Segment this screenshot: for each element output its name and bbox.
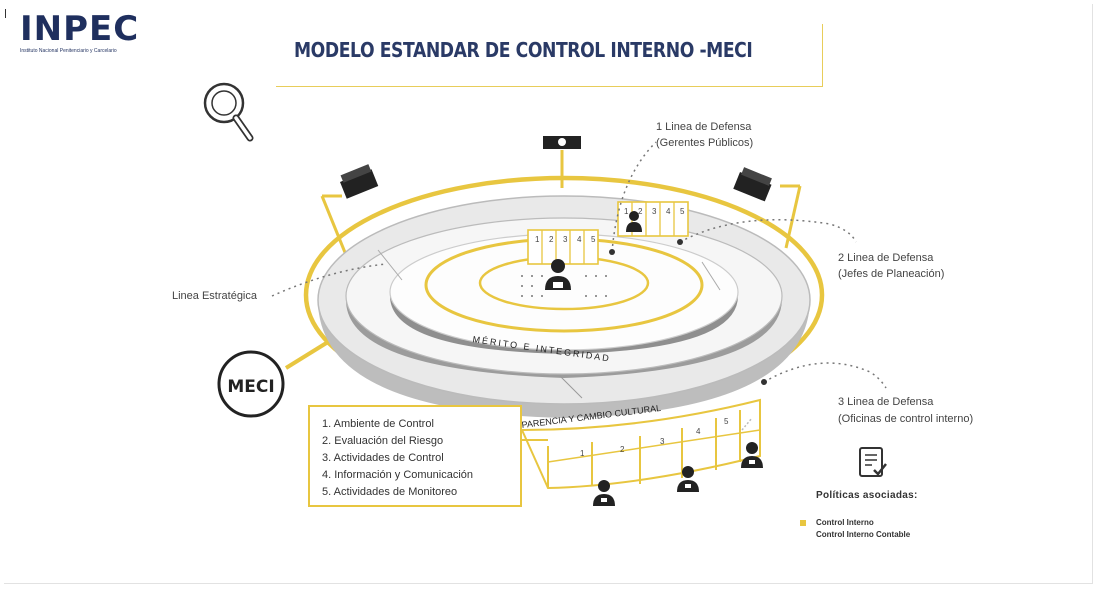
- top-panel-number: 5: [680, 207, 685, 216]
- component-item: 1. Ambiente de Control: [322, 418, 434, 430]
- component-item: 4. Información y Comunicación: [322, 469, 474, 481]
- component-item: 2. Evaluación del Riesgo: [322, 435, 444, 447]
- components-list: 1. Ambiente de Control 2. Evaluación del…: [308, 405, 522, 507]
- inner-panel-number: 1: [535, 235, 540, 244]
- folder-icon: [340, 164, 379, 199]
- linea1-title: 1 Linea de Defensa: [656, 121, 752, 133]
- base-numbers: 1 2 3 4 5: [580, 417, 729, 458]
- base-number: 4: [696, 427, 701, 436]
- folder-icon: [733, 167, 772, 202]
- inner-panel-number: 5: [591, 235, 596, 244]
- logo-text: INPEC: [20, 9, 140, 49]
- leader-line-3: [763, 362, 887, 389]
- top-panel-number: 4: [666, 207, 671, 216]
- politica-item: Control Interno Contable: [816, 530, 911, 539]
- top-panel-number: 1: [624, 207, 629, 216]
- logo-subtitle: Instituto Nacional Penitenciario y Carce…: [20, 48, 117, 54]
- top-panel-numbers: 1 2 3 4 5: [624, 207, 685, 216]
- leader-line-2: [679, 218, 857, 243]
- title-box: MODELO ESTANDAR DE CONTROL INTERNO -MECI: [276, 24, 823, 87]
- component-item: 5. Actividades de Monitoreo: [322, 486, 458, 498]
- linea3-title: 3 Linea de Defensa: [838, 396, 934, 408]
- component-item: 3. Actividades de Control: [322, 452, 444, 464]
- politicas-title: Políticas asociadas:: [816, 490, 918, 501]
- person-icon: [593, 480, 615, 506]
- text-cursor: [5, 9, 6, 18]
- dot-grid: [521, 275, 607, 297]
- person-icon: [545, 259, 571, 290]
- page-title: MODELO ESTANDAR DE CONTROL INTERNO -MECI: [294, 38, 753, 62]
- leader-line-estrategica: [271, 263, 387, 297]
- inner-panel-number: 2: [549, 235, 554, 244]
- linea1-subtitle: (Gerentes Públicos): [656, 137, 754, 149]
- document-check-icon: [859, 447, 887, 477]
- inner-panel-numbers: 1 2 3 4 5: [535, 235, 596, 244]
- top-panel-number: 3: [652, 207, 657, 216]
- base-number: 2: [620, 445, 625, 454]
- leader-line-1: [611, 141, 657, 253]
- meci-text: MECI: [227, 377, 274, 397]
- linea3-subtitle: (Oficinas de control interno): [838, 413, 974, 425]
- base-number: 3: [660, 437, 665, 446]
- inner-panel-number: 4: [577, 235, 582, 244]
- person-icon: [741, 442, 763, 468]
- person-icon: [677, 466, 699, 492]
- linea2-subtitle: (Jefes de Planeación): [838, 268, 945, 280]
- magnifier-icon: [203, 82, 254, 142]
- inner-panel-number: 3: [563, 235, 568, 244]
- camera-icon: [543, 136, 581, 149]
- base-number: 5: [724, 417, 729, 426]
- top-panel-number: 2: [638, 207, 643, 216]
- slide-border: [4, 4, 1093, 584]
- politica-item: Control Interno: [816, 518, 874, 527]
- linea2-title: 2 Linea de Defensa: [838, 252, 934, 264]
- meci-badge: [217, 340, 330, 418]
- person-icon: [626, 211, 642, 232]
- linea-estrategica-label: Linea Estratégica: [172, 290, 257, 302]
- base-number: 1: [580, 449, 585, 458]
- inpec-logo: INPEC Instituto Nacional Penitenciario y…: [20, 12, 139, 54]
- bullet-marker: [800, 520, 806, 526]
